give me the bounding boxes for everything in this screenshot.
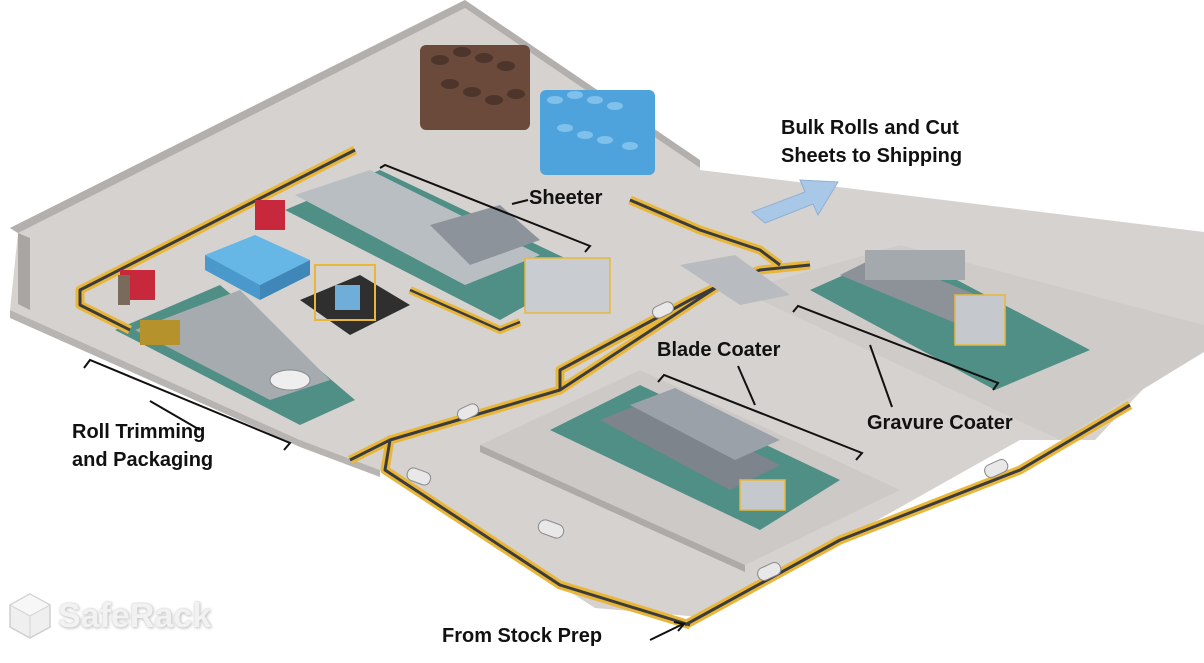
stock-prep-leader <box>649 623 684 641</box>
saferack-logo: SafeRack <box>8 592 211 640</box>
shipping-label-line1: Bulk Rolls and Cut <box>781 117 959 139</box>
gravure-coater-leader <box>869 344 893 408</box>
cube-logo-icon <box>8 593 52 639</box>
stock-prep-label: From Stock Prep <box>442 625 603 647</box>
back-wall <box>10 0 700 310</box>
packaged-pallets <box>205 235 310 300</box>
sheeter-label: Sheeter <box>529 187 603 209</box>
shipping-label-line2: Sheets to Shipping <box>781 145 963 167</box>
blade-coater-machine <box>600 388 786 511</box>
gravure-coater-machine <box>840 250 1006 346</box>
blade-coater-bracket <box>657 373 864 461</box>
label-brackets <box>83 163 1000 641</box>
roll-trimming-label-line1: Roll Trimming <box>72 421 206 443</box>
shipping-label: Bulk Rolls and Cut Sheets to Shipping <box>781 114 962 170</box>
logo-text: SafeRack <box>58 596 212 635</box>
gravure-coater-label: Gravure Coater <box>867 412 1013 434</box>
shipping-arrow-icon <box>751 179 839 224</box>
roll-trimming-equipment <box>135 290 330 400</box>
roll-trimming-label: Roll Trimming and Packaging <box>72 418 213 474</box>
stock-prep-arrowhead <box>673 621 686 632</box>
trimming-bracket <box>83 358 292 451</box>
sheeter-bracket <box>379 163 592 253</box>
forklifts <box>118 200 285 305</box>
roll-trimming-label-line2: and Packaging <box>72 449 214 471</box>
winder-cage <box>300 264 410 335</box>
trimming-leader <box>149 400 201 431</box>
brown-paper-rolls <box>420 45 530 130</box>
gravure-coater-bracket <box>792 304 1000 391</box>
transport-rolls <box>406 301 1009 581</box>
sheeter-leader <box>511 199 529 205</box>
blade-coater-leader <box>737 365 756 406</box>
sheeter-machine <box>295 170 611 314</box>
crossover-stairs <box>680 255 790 305</box>
blue-bulk-rolls <box>540 90 655 175</box>
blade-coater-label: Blade Coater <box>657 339 781 361</box>
